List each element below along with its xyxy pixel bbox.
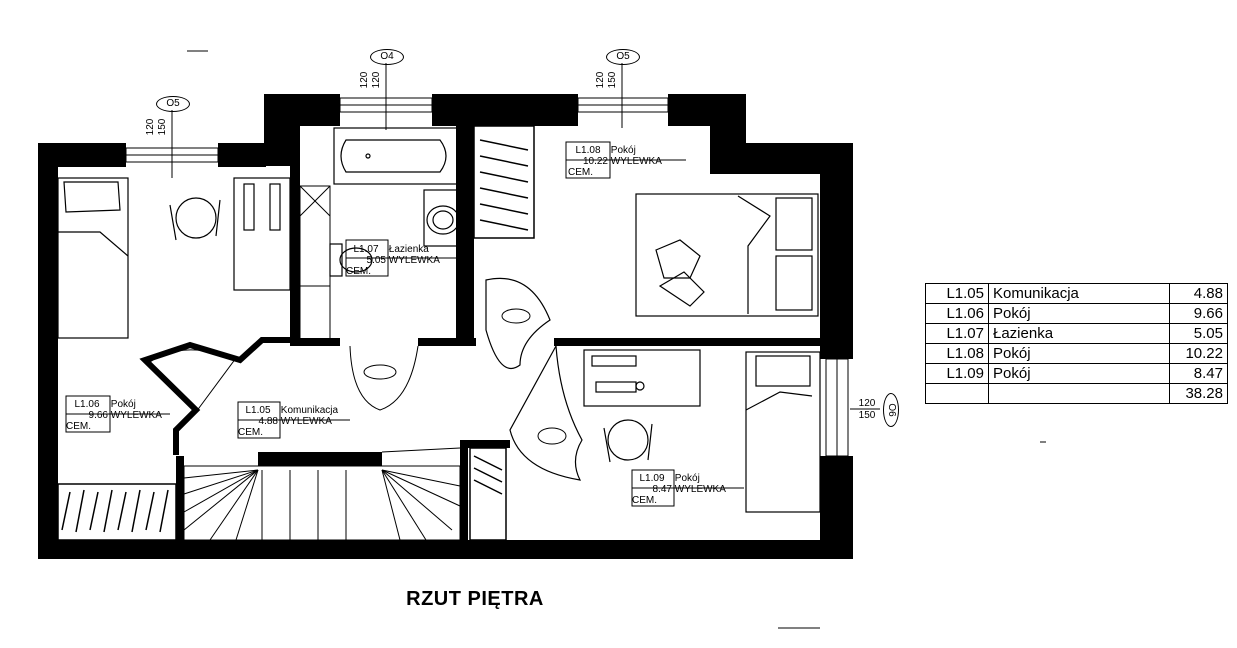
table-cell-code: L1.07 <box>925 323 989 344</box>
room-code: L1.09 <box>639 473 665 484</box>
window-dim: 120 <box>145 118 156 136</box>
window-dims-o5-left: 120 150 <box>145 107 175 147</box>
room-finish: WYLEWKA CEM. <box>238 416 332 438</box>
table-cell-area: 8.47 <box>1169 363 1228 384</box>
room-finish: WYLEWKA CEM. <box>632 484 726 506</box>
table-cell-area: 4.88 <box>1169 283 1228 304</box>
table-cell-name: Komunikacja <box>988 283 1170 304</box>
window-dim: 120 <box>858 398 876 409</box>
window-dims-o4: 120 120 <box>359 60 389 100</box>
table-row: L1.08 Pokój 10.22 <box>925 343 1228 364</box>
table-cell-area: 9.66 <box>1169 303 1228 324</box>
wardrobe-top <box>473 125 535 239</box>
bath-door-swing <box>349 345 419 411</box>
room-label-l106: L1.06 Pokój 9.66 WYLEWKA CEM. <box>66 399 186 432</box>
room-label-l107: L1.07 Łazienka 5.05 WYLEWKA CEM. <box>346 244 466 277</box>
table-cell-name: Łazienka <box>988 323 1170 344</box>
table-cell-name: Pokój <box>988 343 1170 364</box>
door-swing-mark <box>363 364 397 380</box>
table-cell-code: L1.08 <box>925 343 989 364</box>
bed-left <box>57 177 129 339</box>
table-row: L1.07 Łazienka 5.05 <box>925 323 1228 344</box>
table-cell-code: L1.09 <box>925 363 989 384</box>
table-cell-empty <box>988 383 1170 404</box>
room-area: 4.88 <box>258 416 278 427</box>
wardrobe-left <box>57 483 177 541</box>
staircase <box>183 447 461 541</box>
table-row: L1.05 Komunikacja 4.88 <box>925 283 1228 304</box>
corridor-wall <box>139 337 290 455</box>
window-tag-o5-right: O5 <box>606 49 640 65</box>
washbasin <box>423 189 463 247</box>
window-tag-o5-left: O5 <box>156 96 190 112</box>
room-name: Pokój <box>674 473 700 484</box>
room-finish: WYLEWKA CEM. <box>568 156 662 178</box>
room-label-l105: L1.05 Komunikacja 4.88 WYLEWKA CEM. <box>238 405 358 438</box>
drawing-title: RZUT PIĘTRA <box>406 588 544 610</box>
table-total-row: 38.28 <box>925 383 1228 404</box>
table-row: L1.09 Pokój 8.47 <box>925 363 1228 384</box>
room-label-l109: L1.09 Pokój 8.47 WYLEWKA CEM. <box>632 473 752 506</box>
room-name: Pokój <box>610 145 636 156</box>
room-area: 8.47 <box>652 484 672 495</box>
window-dim: 150 <box>607 71 618 89</box>
window-dim: 120 <box>359 71 370 89</box>
desk-chair-right <box>603 419 653 463</box>
corridor-wall-outline <box>149 349 237 413</box>
area-schedule-body: L1.05 Komunikacja 4.88 L1.06 Pokój 9.66 … <box>925 283 1228 404</box>
room-area: 5.05 <box>366 255 386 266</box>
table-cell-name: Pokój <box>988 363 1170 384</box>
room-code: L1.06 <box>74 399 100 410</box>
room-label-l108: L1.08 Pokój 10.22 WYLEWKA CEM. <box>568 145 688 178</box>
table-cell-code: L1.05 <box>925 283 989 304</box>
room-area: 9.66 <box>88 410 108 421</box>
window-tag-o4: O4 <box>370 49 404 65</box>
door-swing-mark <box>501 308 531 324</box>
room-code: L1.05 <box>245 405 271 416</box>
single-bed-right <box>745 351 821 513</box>
area-schedule-table: L1.05 Komunikacja 4.88 L1.06 Pokój 9.66 … <box>925 283 1228 404</box>
bathtub <box>333 127 459 185</box>
room-finish: WYLEWKA CEM. <box>346 255 440 277</box>
room-door-swing <box>485 277 551 370</box>
table-cell-code: L1.06 <box>925 303 989 324</box>
window-dim: 150 <box>858 410 876 421</box>
window-dim: 120 <box>595 71 606 89</box>
table-cell-name: Pokój <box>988 303 1170 324</box>
window-leaders <box>171 63 880 410</box>
table-cell-empty <box>925 383 989 404</box>
room-name: Pokój <box>110 399 136 410</box>
table-cell-total: 38.28 <box>1169 383 1228 404</box>
room-name: Łazienka <box>388 244 429 255</box>
room-label-frames <box>65 141 744 507</box>
window-dim: 120 <box>371 71 382 89</box>
door-swing-right <box>509 345 583 481</box>
window-dims-o6: 120 150 <box>852 398 882 422</box>
exterior-walls <box>38 94 853 559</box>
room-code: L1.07 <box>353 244 379 255</box>
room-name: Komunikacja <box>280 405 339 416</box>
room-code: L1.08 <box>575 145 601 156</box>
room-area: 10.22 <box>582 156 608 167</box>
room-finish: WYLEWKA CEM. <box>66 410 162 432</box>
wardrobe-bottom <box>469 447 507 541</box>
shaft-cabinet <box>299 185 331 341</box>
desk-right <box>583 349 701 407</box>
door-swing-mark <box>537 427 567 445</box>
double-bed <box>635 193 819 317</box>
desk-chair-left <box>169 177 291 291</box>
table-row: L1.06 Pokój 9.66 <box>925 303 1228 324</box>
window-dim: 150 <box>157 118 168 136</box>
table-cell-area: 10.22 <box>1169 343 1228 364</box>
table-cell-area: 5.05 <box>1169 323 1228 344</box>
window-tag-o6: O6 <box>883 393 899 427</box>
window-dims-o5-right: 120 150 <box>595 60 625 100</box>
